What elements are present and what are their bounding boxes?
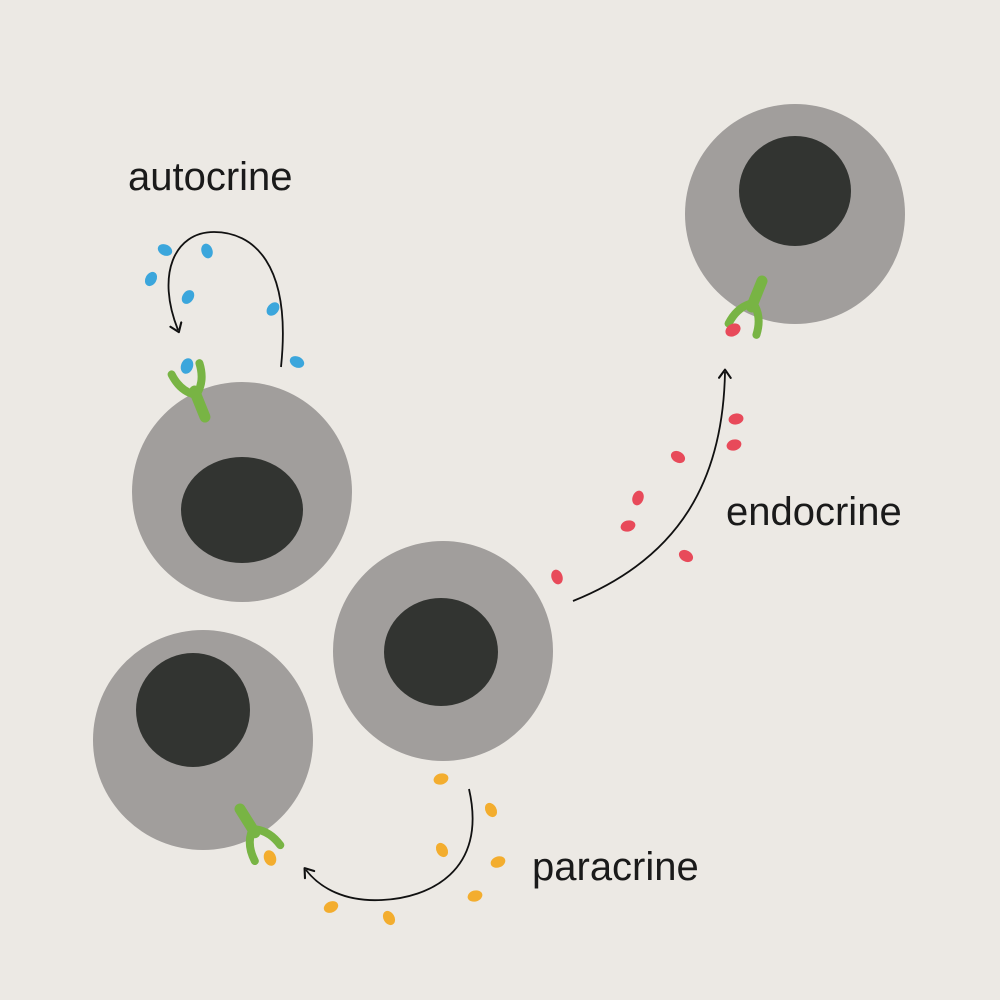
autocrine-arrow (167, 231, 284, 368)
paracrine-arrow (303, 788, 474, 902)
signal-molecule-icon (144, 271, 158, 287)
nucleus (384, 598, 498, 706)
signal-molecule-icon (632, 490, 644, 506)
nucleus (739, 136, 851, 246)
signal-molecule-icon (157, 244, 173, 256)
autocrine-signals (144, 243, 305, 368)
autocrine-cell (132, 382, 352, 602)
signal-molecule-icon (201, 243, 213, 259)
signal-molecule-icon (726, 439, 742, 451)
signal-molecule-icon (266, 302, 280, 316)
paracrine-signals (323, 773, 506, 926)
receptor-icon (167, 359, 211, 423)
autocrine-label: autocrine (128, 155, 293, 199)
signal-molecule-icon (435, 842, 449, 858)
signal-molecule-icon (263, 850, 277, 866)
signal-molecule-icon (484, 802, 498, 818)
signal-molecule-icon (725, 323, 741, 337)
receptor-icon (724, 275, 768, 339)
endocrine-signals (551, 413, 744, 585)
receptor-icon (234, 803, 285, 866)
signal-molecule-icon (289, 356, 305, 368)
paracrine-label: paracrine (532, 845, 699, 889)
paracrine-target-cell (93, 630, 313, 850)
signal-molecule-icon (180, 358, 194, 374)
signal-molecule-icon (433, 773, 449, 785)
signal-molecule-icon (323, 901, 339, 913)
endocrine-target-cell (685, 104, 905, 324)
signal-molecule-icon (728, 413, 744, 425)
signal-molecule-icon (382, 910, 396, 926)
central-signaling-cell (333, 541, 553, 761)
signal-molecule-icon (490, 856, 506, 868)
nucleus (136, 653, 250, 767)
endocrine-label: endocrine (726, 490, 902, 534)
signal-molecule-icon (551, 569, 563, 585)
signal-molecule-icon (467, 890, 483, 902)
signal-molecule-icon (620, 520, 636, 532)
signal-molecule-icon (670, 450, 686, 464)
nucleus (181, 457, 303, 563)
signal-molecule-icon (678, 549, 694, 563)
signal-molecule-icon (181, 290, 195, 304)
endocrine-arrow (572, 368, 732, 602)
